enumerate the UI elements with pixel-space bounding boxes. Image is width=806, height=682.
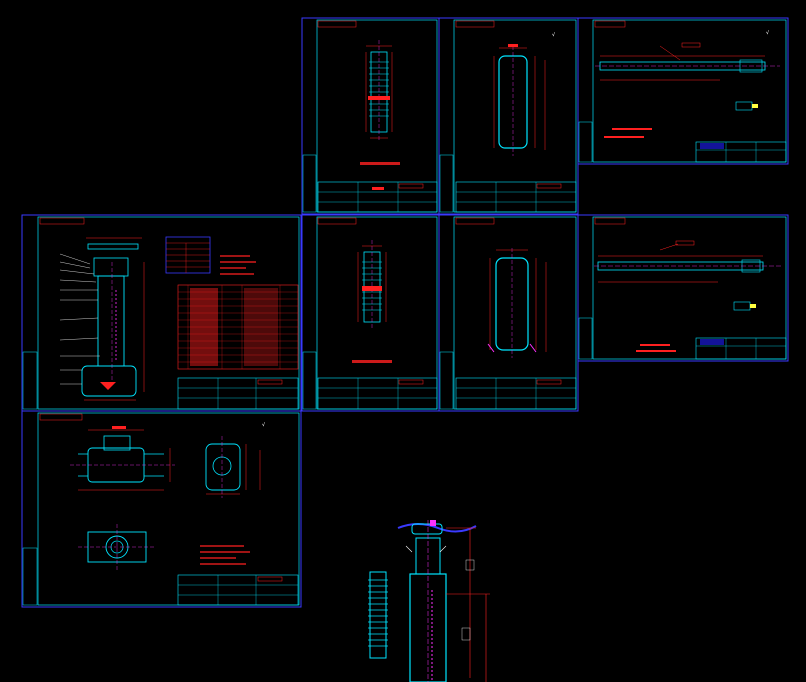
roughness-symbol: √ bbox=[766, 30, 769, 36]
bonnet-part-view bbox=[487, 248, 547, 358]
body-top-view bbox=[78, 524, 156, 570]
stem-part-view bbox=[595, 42, 780, 111]
drawing-sheet-bellows-mid[interactable] bbox=[301, 214, 440, 412]
roughness-symbol: √ bbox=[552, 32, 555, 38]
parts-list-table bbox=[177, 284, 299, 370]
handwheel-view bbox=[397, 520, 477, 535]
title-block bbox=[455, 377, 577, 410]
technical-requirements-table bbox=[165, 236, 256, 275]
drawing-sheet-stem-mid[interactable] bbox=[577, 214, 789, 362]
bellows-part-view bbox=[365, 40, 393, 140]
drawing-sheet-stem-top[interactable]: √ bbox=[577, 17, 789, 165]
title-block bbox=[177, 574, 299, 606]
title-block bbox=[695, 337, 787, 360]
valve-body-loose-view bbox=[405, 520, 447, 682]
bellows-part-view bbox=[357, 240, 387, 330]
drawing-sheet-bonnet-top[interactable]: √ bbox=[438, 17, 579, 215]
body-side-view bbox=[205, 436, 261, 498]
roughness-symbol: √ bbox=[262, 422, 265, 428]
drawing-sheet-bonnet-mid[interactable] bbox=[438, 214, 579, 412]
stem-part-view bbox=[594, 240, 782, 311]
valve-assembly-view bbox=[59, 237, 145, 401]
loose-assembly-drawing[interactable] bbox=[368, 520, 490, 682]
drawing-sheet-bellows-top[interactable] bbox=[301, 17, 440, 215]
title-block bbox=[455, 181, 577, 213]
dimension-lines bbox=[446, 527, 490, 682]
drawing-sheet-assembly[interactable] bbox=[21, 214, 302, 412]
title-block bbox=[317, 377, 438, 410]
title-block bbox=[177, 377, 299, 410]
bellows-loose-view bbox=[368, 571, 388, 659]
body-front-view bbox=[70, 426, 175, 491]
drawing-sheet-body[interactable]: √ bbox=[21, 410, 302, 608]
title-block bbox=[695, 141, 787, 163]
title-block bbox=[317, 181, 438, 213]
bonnet-part-view bbox=[493, 44, 546, 156]
